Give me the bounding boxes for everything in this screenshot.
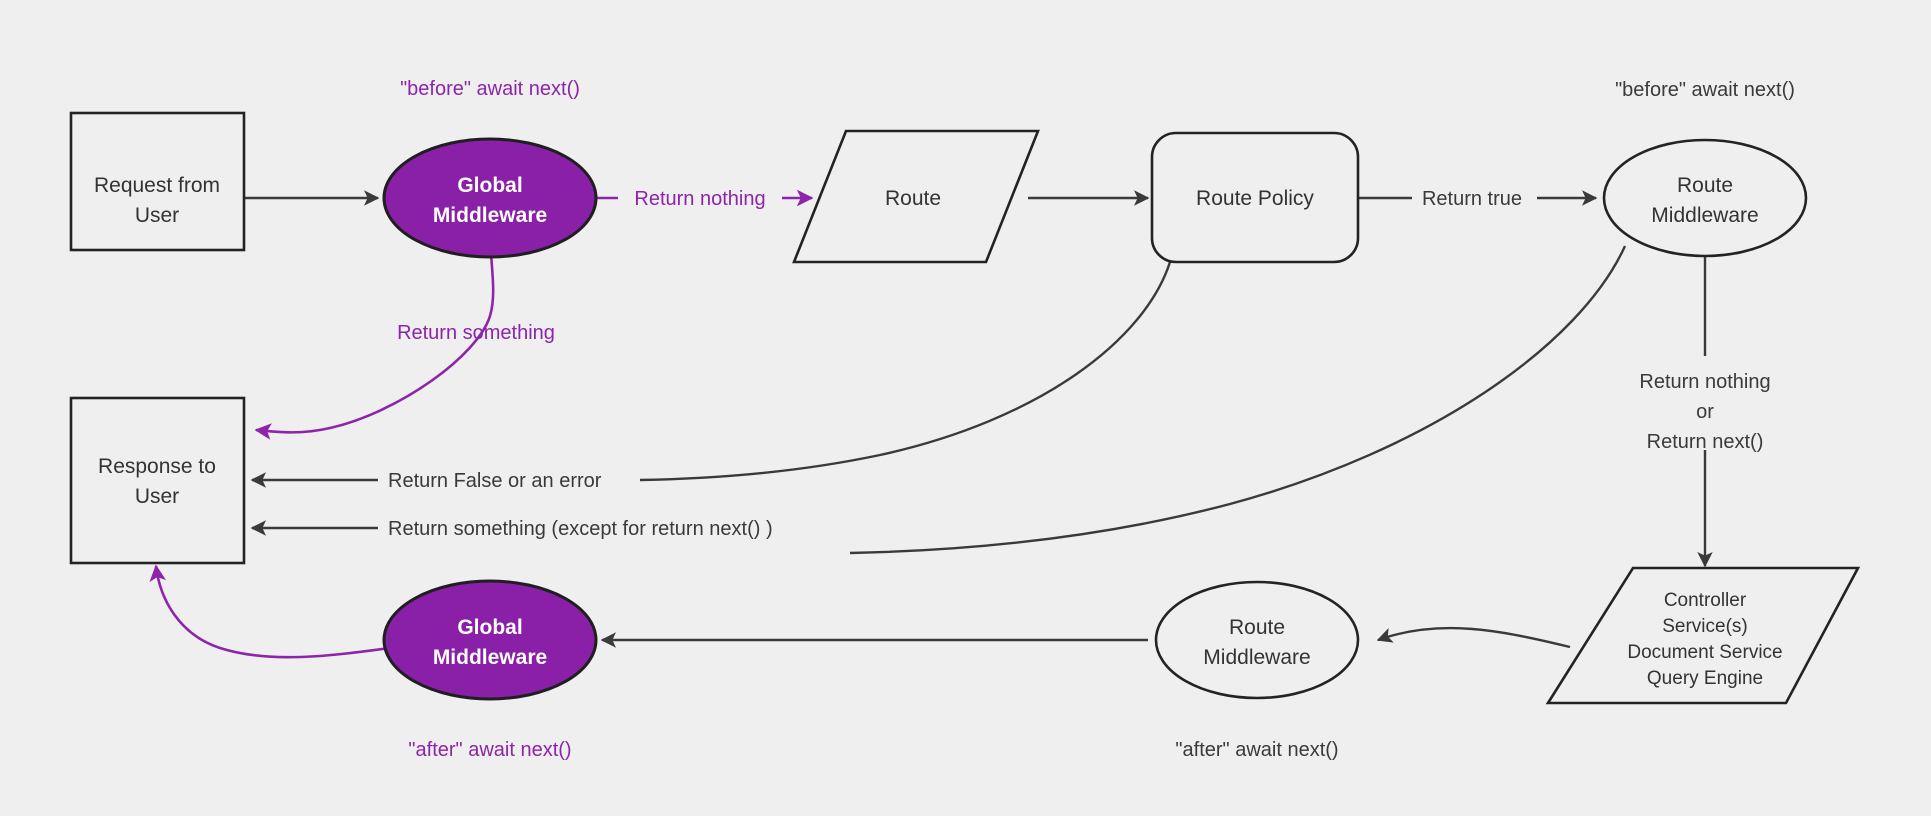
node-global-middleware-bottom-label-line1: Global [457,616,522,639]
node-route-middleware-top-label-line1: Route [1677,174,1733,197]
edge-label-return-something-except-next: Return something (except for return next… [388,518,773,540]
node-controller-services[interactable] [1545,566,1861,705]
edge-route-middleware-to-response-curve [849,245,1627,555]
node-request-from-user[interactable] [69,111,246,252]
edge-global-middleware-bottom-to-response [149,564,391,659]
node-route-middleware-bottom[interactable] [1154,580,1360,700]
node-global-middleware-top-label-line2: Middleware [433,204,547,227]
node-route-policy[interactable] [1150,131,1360,264]
edge-label-return-true: Return true [1422,188,1522,210]
edge-controller-to-route-middleware-bottom [1376,626,1571,649]
node-global-middleware-top-label-line1: Global [457,174,522,197]
node-route-policy-label: Route Policy [1196,187,1314,210]
node-response-label-line2: User [135,485,179,508]
node-controller-label-line2: Service(s) [1662,616,1748,637]
edge-label-return-nothing-or-next-line2: or [1696,401,1714,423]
node-controller-label-line3: Document Service [1627,642,1782,663]
node-controller-label-line4: Query Engine [1647,668,1763,689]
node-route-middleware-bottom-label-line1: Route [1229,616,1285,639]
node-request-label-line1: Request from [94,174,220,197]
annotation-before-await-next-right: "before" await next() [1615,79,1795,101]
node-global-middleware-top[interactable] [382,137,598,259]
node-route-middleware-bottom-label-line2: Middleware [1203,646,1310,669]
annotation-before-await-next-left: "before" await next() [400,78,580,100]
node-global-middleware-bottom[interactable] [382,579,598,701]
edge-label-return-something: Return something [397,322,555,344]
edge-label-return-nothing-or-next-line3: Return next() [1647,431,1764,453]
node-global-middleware-bottom-label-line2: Middleware [433,646,547,669]
node-route[interactable] [792,129,1040,264]
edge-label-return-nothing-or-next-line1: Return nothing [1639,371,1770,393]
annotation-after-await-next-right: "after" await next() [1175,739,1338,761]
node-response-label-line1: Response to [98,455,216,478]
edge-label-return-nothing: Return nothing [634,188,765,210]
node-route-label: Route [885,187,941,210]
node-request-label-line2: User [135,204,179,227]
edge-label-return-false-or-error: Return False or an error [388,470,602,492]
node-response-to-user[interactable] [69,396,246,565]
node-route-middleware-top-label-line2: Middleware [1651,204,1758,227]
node-route-middleware-top[interactable] [1602,138,1808,258]
node-controller-label-line1: Controller [1664,590,1747,611]
edge-global-middleware-return-something-to-response [254,239,495,440]
edge-route-policy-to-response-curve [639,261,1172,482]
annotation-after-await-next-left: "after" await next() [408,739,571,761]
